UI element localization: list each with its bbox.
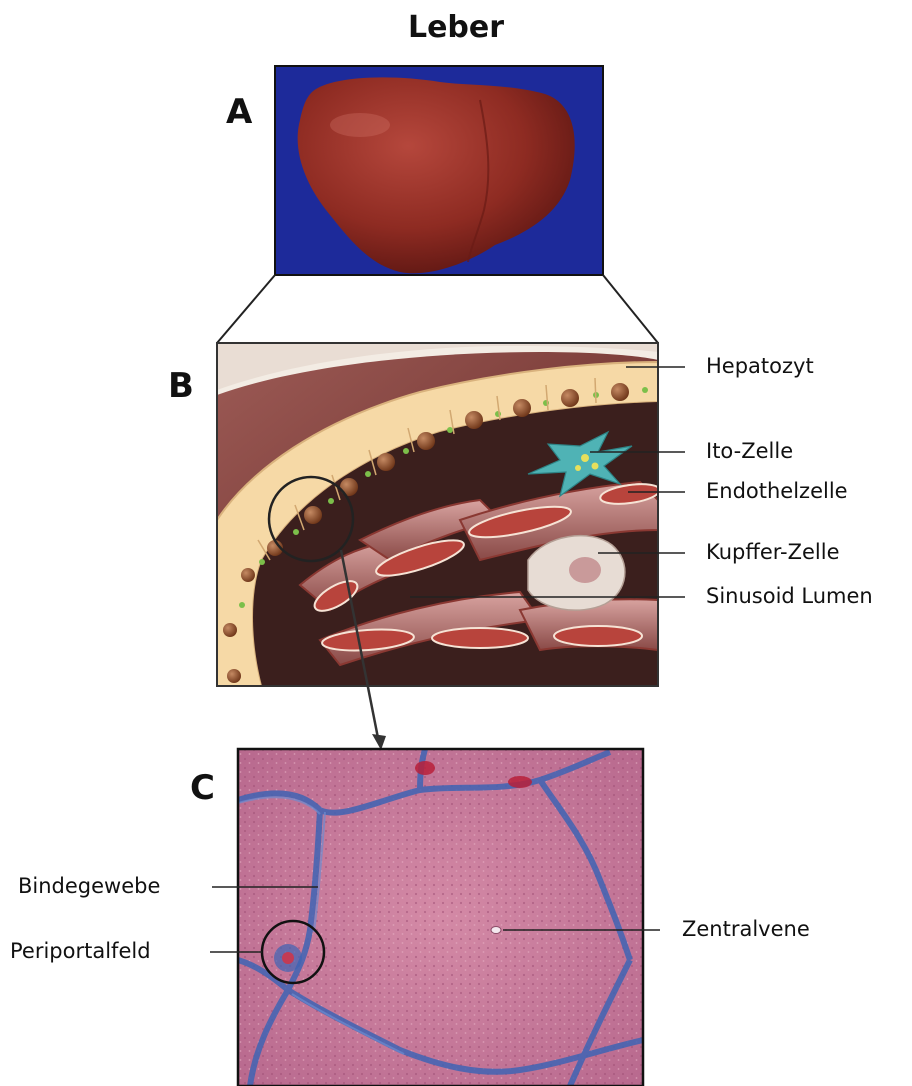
label-connective-tissue: Bindegewebe — [18, 874, 160, 898]
panel-b-sinusoid-illustration — [217, 343, 661, 686]
label-ito-cell: Ito-Zelle — [706, 439, 793, 463]
kupffer-cell-shape — [528, 536, 625, 610]
label-kupffer-cell: Kupffer-Zelle — [706, 540, 840, 564]
panel-a-liver-photo — [275, 66, 603, 275]
label-hepatocyte: Hepatozyt — [706, 354, 814, 378]
label-periportal-field: Periportalfeld — [10, 939, 151, 963]
label-sinusoid-lumen: Sinusoid Lumen — [706, 584, 873, 608]
label-central-vein: Zentralvene — [682, 917, 810, 941]
label-endothelial-cell: Endothelzelle — [706, 479, 848, 503]
panel-c-histology — [238, 749, 643, 1086]
